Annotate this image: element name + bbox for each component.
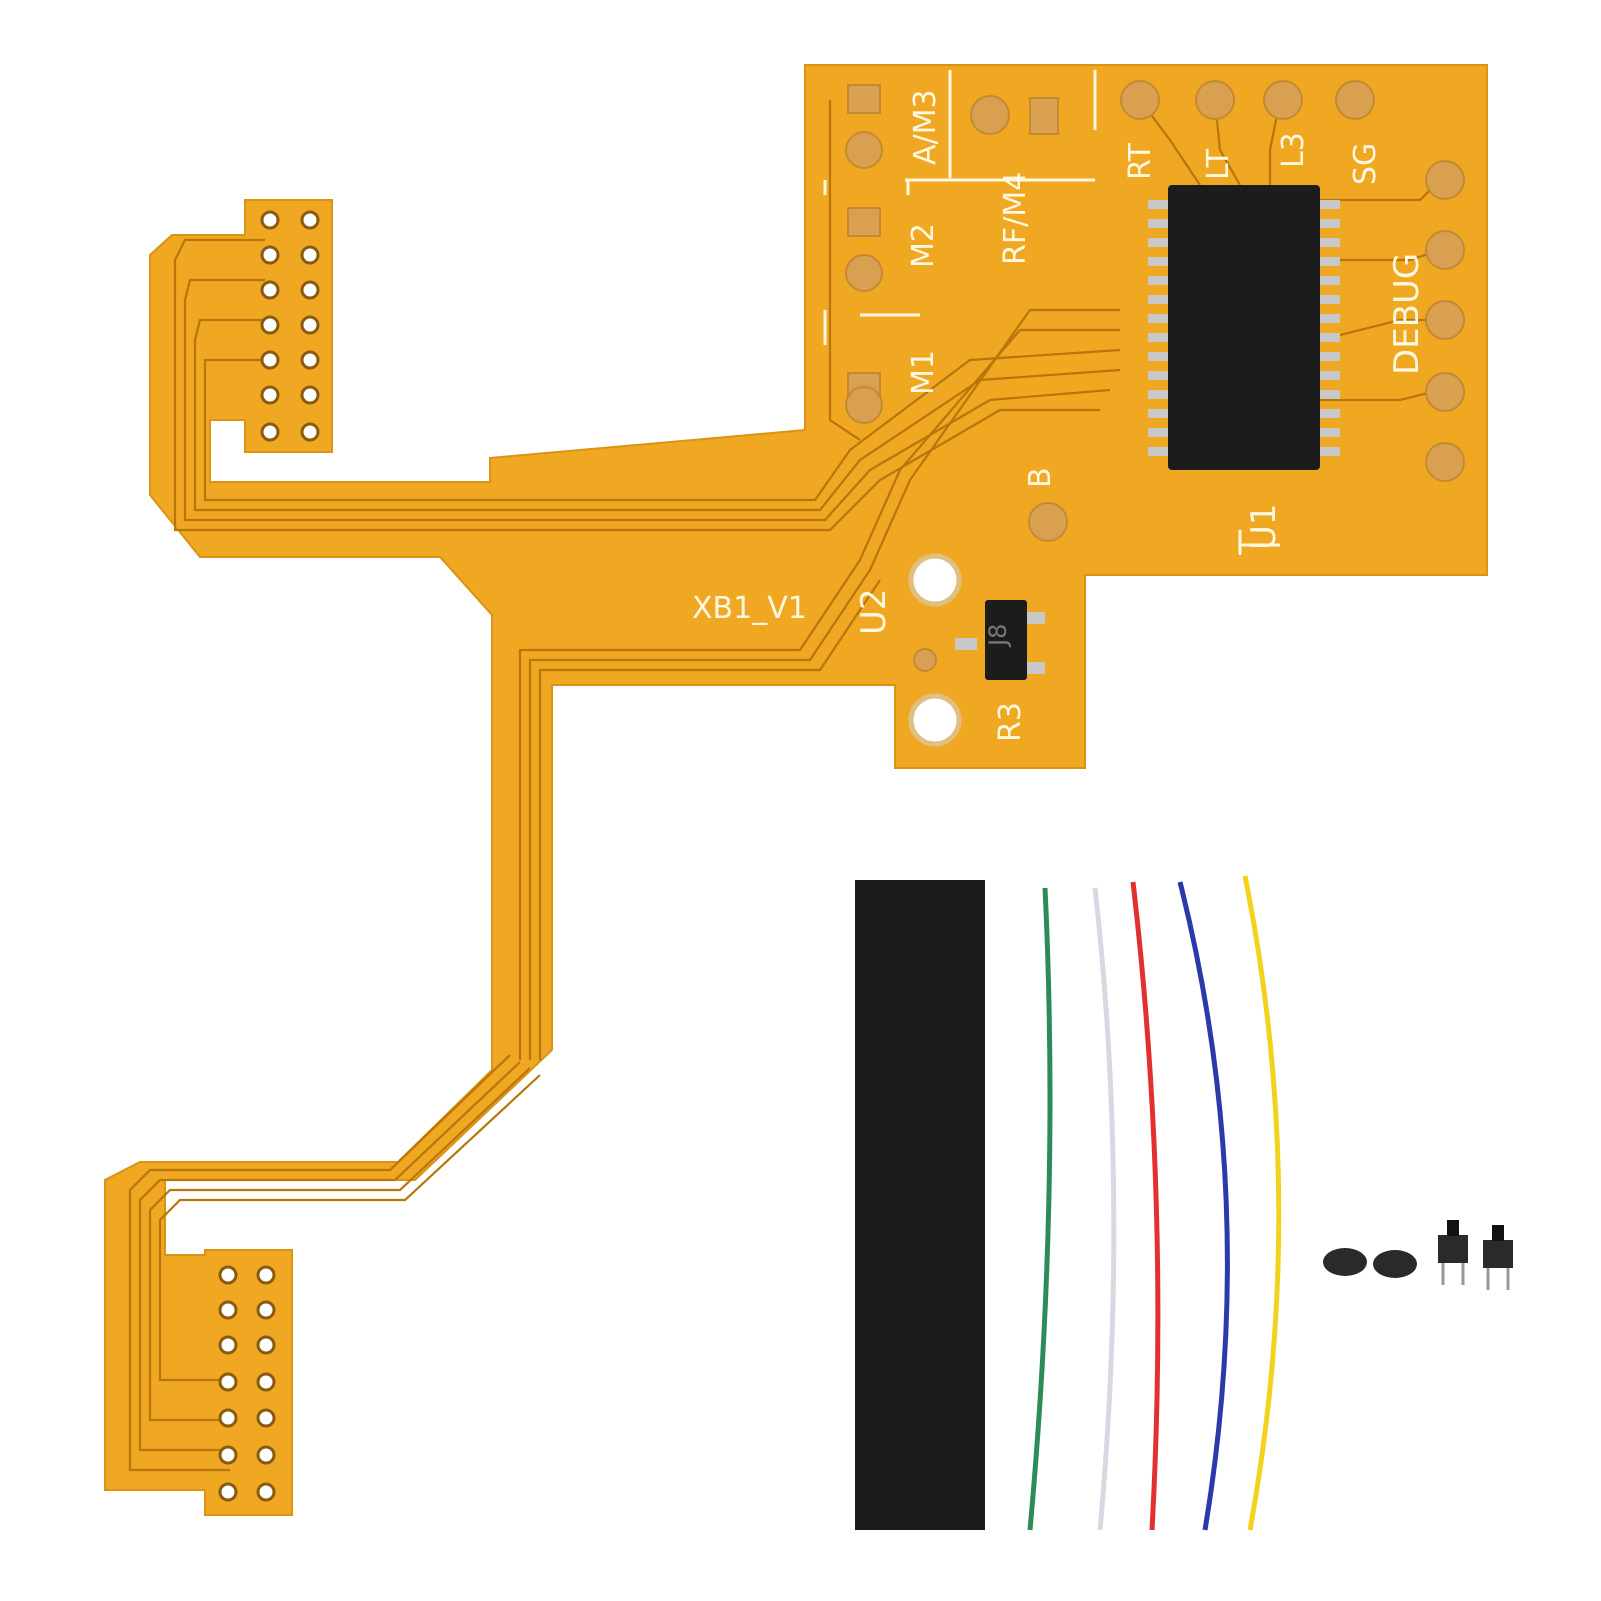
connector-bottom-pads xyxy=(218,1265,276,1502)
label-rt: RT xyxy=(1123,142,1158,180)
wire-red xyxy=(1130,881,1161,1531)
chip-pin xyxy=(1148,314,1170,323)
copper-traces xyxy=(128,99,1441,1472)
wire-white xyxy=(1092,887,1117,1531)
chip-pin xyxy=(1148,276,1170,285)
chip-pin xyxy=(1318,295,1340,304)
transistor-u2: J8 xyxy=(955,600,1045,680)
accessories xyxy=(855,875,1513,1531)
chip-pin xyxy=(1318,409,1340,418)
label-board-name: XB1_V1 xyxy=(692,591,807,626)
label-debug: DEBUG xyxy=(1387,253,1427,375)
flex-pcb: J8 A/M3 RF/M4 RT LT L3 SG M2 M1 DEBUG B … xyxy=(104,64,1488,1516)
chip-pin xyxy=(1318,314,1340,323)
label-l3: L3 xyxy=(1276,132,1311,168)
chip-pin xyxy=(1148,238,1170,247)
chip-pin xyxy=(1148,333,1170,342)
wire-green xyxy=(1027,887,1053,1531)
label-m1: M1 xyxy=(906,350,941,395)
solder-pads xyxy=(845,80,1465,672)
pcb-outline xyxy=(104,64,1488,1516)
label-u2: U2 xyxy=(854,588,894,635)
chip-pin xyxy=(1318,238,1340,247)
chip-pin xyxy=(1318,333,1340,342)
chip-pin xyxy=(1148,371,1170,380)
chip-pin xyxy=(1318,276,1340,285)
transistor-marking: J8 xyxy=(984,624,1012,648)
chip-pin xyxy=(1148,409,1170,418)
mounting-hole xyxy=(908,693,962,747)
button-caps xyxy=(1323,1248,1417,1278)
chip-pin xyxy=(1148,200,1170,209)
label-sg: SG xyxy=(1348,143,1383,185)
label-lt: LT xyxy=(1201,148,1236,180)
connector-top-pads xyxy=(260,210,320,442)
chip-pin xyxy=(1318,371,1340,380)
chip-pin xyxy=(1148,447,1170,456)
chip-pin xyxy=(1318,447,1340,456)
chip-pin xyxy=(1318,390,1340,399)
chip-pin xyxy=(1148,295,1170,304)
label-m2: M2 xyxy=(906,223,941,268)
mounting-hole xyxy=(908,553,962,607)
ic-chip-u1 xyxy=(1148,185,1340,470)
label-a-m3: A/M3 xyxy=(908,89,943,165)
label-b: B xyxy=(1023,467,1058,488)
label-u1: U1 xyxy=(1244,503,1284,550)
tactile-switches xyxy=(1438,1220,1513,1290)
label-r3: R3 xyxy=(993,702,1028,742)
chip-pin xyxy=(1318,352,1340,361)
chip-pin xyxy=(1318,257,1340,266)
chip-pin xyxy=(1318,219,1340,228)
insulation-tape xyxy=(855,880,985,1530)
chip-pin xyxy=(1148,428,1170,437)
chip-pin xyxy=(1148,390,1170,399)
chip-pin xyxy=(1148,219,1170,228)
chip-pin xyxy=(1318,200,1340,209)
chip-pin xyxy=(1148,257,1170,266)
label-rf-m4: RF/M4 xyxy=(998,172,1033,265)
silkscreen-labels: A/M3 RF/M4 RT LT L3 SG M2 M1 DEBUG B U1 … xyxy=(692,89,1427,742)
wire-blue xyxy=(1177,881,1230,1531)
chip-pin xyxy=(1318,428,1340,437)
silkscreen-lines xyxy=(823,70,1280,555)
wire-yellow xyxy=(1242,875,1282,1531)
chip-pin xyxy=(1148,352,1170,361)
